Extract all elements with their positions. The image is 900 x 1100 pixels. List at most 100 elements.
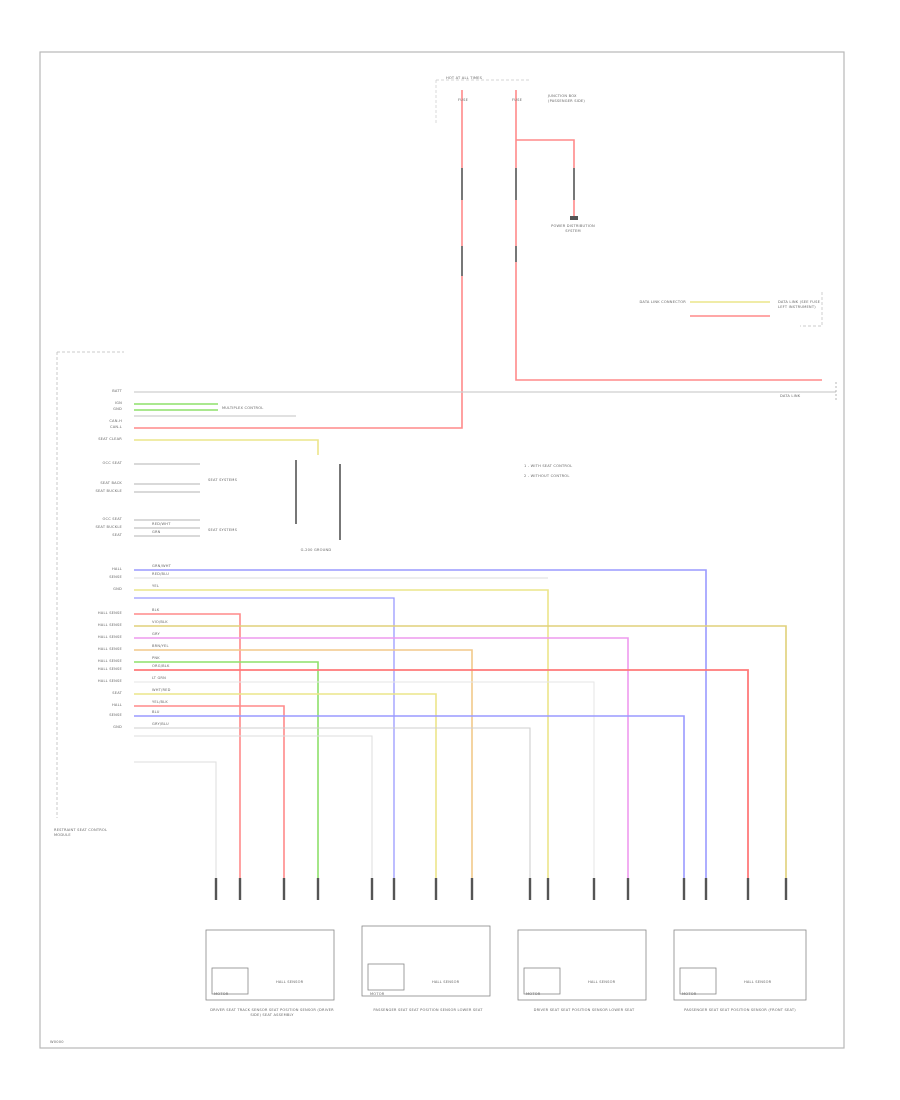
data-link-label: DATA LINK CONNECTOR — [639, 300, 686, 304]
wire-code-label: ORG/BLK — [152, 664, 170, 668]
module-pin-label: IGN — [114, 401, 122, 405]
component-motor-label: MOTOR — [214, 992, 229, 996]
ground-note-label: G-200 GROUND — [300, 548, 332, 552]
wire-yellow-hall-8 — [134, 693, 437, 900]
module-pin-label: SENSE — [109, 713, 122, 717]
module-pin-label: HALL SENSE — [97, 659, 122, 663]
seat-systems-1-label: SEAT SYSTEMS — [208, 478, 238, 482]
legend-2-label: 2 - WITHOUT CONTROL — [524, 474, 570, 478]
wire-red-hall-1 — [134, 613, 241, 900]
wire-gray-hall-11 — [134, 727, 531, 900]
wire-red-hall-9 — [134, 705, 285, 900]
component-name: PASSENGER SEAT SEAT POSITION SENSOR LOWE… — [373, 1008, 483, 1012]
wire-code-label: PNK — [152, 656, 160, 660]
module-pin-label: HALL SENSE — [97, 611, 122, 615]
component-hall-sensor-label: HALL SENSOR — [744, 980, 772, 984]
data-link-right-label: DATA LINK (SEE FUSE LEFT INSTRUMENT) — [778, 300, 821, 309]
seat-switch-wires — [134, 463, 200, 537]
wire-blue-hall-10 — [134, 715, 685, 900]
module-pin-label: GND — [113, 587, 122, 591]
wire-tan-sense-3 — [134, 589, 549, 900]
wire-code-label: RED/WHT — [152, 522, 171, 526]
footer-code: W0000 — [50, 1040, 64, 1044]
wire-yellow-ign — [134, 439, 319, 455]
module-pin-label: SEAT BACK — [100, 481, 122, 485]
module-pin-label: GND — [113, 725, 122, 729]
module-pin-label: HALL SENSE — [97, 667, 122, 671]
wire-gray-hall-7 — [134, 681, 595, 900]
component-name: DRIVER SEAT TRACK SENSOR SEAT POSITION S… — [210, 1008, 334, 1017]
module-pin-label: HALL — [112, 703, 122, 707]
wire-code-label: BRN/YEL — [152, 644, 169, 648]
wire-gray-hall-12 — [134, 735, 373, 900]
multiplex-label: MULTIPLEX CONTROL — [222, 406, 264, 410]
module-pin-label: SEAT BUCKLE — [95, 525, 122, 529]
wire-red-hall-6 — [134, 669, 749, 900]
module-pin-label: SEAT — [112, 691, 122, 695]
module-pin-label: SEAT BUCKLE — [95, 489, 122, 493]
wire-code-label: GRN/WHT — [152, 564, 172, 568]
wire-code-label: GRY/BLU — [152, 722, 169, 726]
wire-orange-hall-4 — [134, 649, 473, 900]
power-dist-label: POWER DISTRIBUTION SYSTEM — [551, 224, 595, 233]
wire-code-label: BLK — [152, 608, 160, 612]
module-pin-label: HALL SENSE — [97, 679, 122, 683]
wire-code-label: GRN — [152, 530, 161, 534]
module-pin-label: OCC SEAT — [102, 517, 122, 521]
component-hall-sensor-label: HALL SENSOR — [276, 980, 304, 984]
wire-fuse-a-red — [134, 90, 463, 429]
fuse-note-label: JUNCTION BOX (PASSENGER SIDE) — [548, 94, 585, 103]
module-pin-label: HALL SENSE — [97, 635, 122, 639]
module-pin-label: HALL — [112, 567, 122, 571]
fuse-b-label: FUSE — [512, 98, 523, 102]
power-dist-terminal — [570, 216, 578, 220]
module-name-label: RESTRAINT SEAT CONTROL MODULE — [54, 828, 108, 837]
wire-code-label: BLU — [152, 710, 160, 714]
module-pin-label: BATT — [112, 389, 122, 393]
wire-code-label: GRY — [152, 632, 160, 636]
component-boxes — [205, 925, 807, 1001]
wire-violet-hall-3 — [134, 637, 629, 900]
data-link-bottom-label: DATA LINK — [780, 394, 801, 398]
wire-green-hall-5 — [134, 661, 319, 900]
component-hall-sensor-label: HALL SENSOR — [432, 980, 460, 984]
inline-connector-ticks — [295, 168, 575, 540]
fuse-top-label: HOT AT ALL TIMES — [446, 76, 483, 80]
fuse-box-outline — [435, 79, 530, 124]
module-pin-label: HALL SENSE — [97, 647, 122, 651]
module-pin-label: GND — [113, 407, 122, 411]
component-motor-label: MOTOR — [526, 992, 541, 996]
bottom-connector-plugs — [214, 878, 788, 900]
wire-code-label: VIO/BLK — [152, 620, 168, 624]
wire-code-label: LT GRN — [152, 676, 167, 680]
module-pin-label: OCC SEAT — [102, 461, 122, 465]
component-name: PASSENGER SEAT SEAT POSITION SENSOR (FRO… — [684, 1008, 796, 1012]
wire-tan-hall-2 — [134, 625, 787, 900]
module-pin-label: HALL SENSE — [97, 623, 122, 627]
wire-gray-ground — [134, 761, 217, 900]
wire-code-label: RED/BLU — [152, 572, 170, 576]
wire-code-label: WHT/RED — [152, 688, 171, 692]
seat-systems-2-label: SEAT SYSTEMS — [208, 528, 238, 532]
module-pin-label: SEAT CLEAR — [98, 437, 122, 441]
module-pin-label: CAN-H — [109, 419, 122, 423]
wire-code-label: YEL/BLK — [152, 700, 168, 704]
module-pin-label: SENSE — [109, 575, 122, 579]
wire-fuse-b-red — [515, 90, 822, 381]
component-hall-sensor-label: HALL SENSOR — [588, 980, 616, 984]
component-motor-label: MOTOR — [370, 992, 385, 996]
module-pin-label: SEAT — [112, 533, 122, 537]
wire-blue-sense-4 — [134, 597, 395, 900]
module-pin-label: CAN-L — [110, 425, 122, 429]
fuse-a-label: FUSE — [458, 98, 469, 102]
legend-1-label: 1 - WITH SEAT CONTROL — [524, 464, 573, 468]
component-motor-label: MOTOR — [682, 992, 697, 996]
component-name: DRIVER SEAT SEAT POSITION SENSOR LOWER S… — [533, 1008, 635, 1012]
wire-blue-sense-1 — [134, 569, 707, 900]
diagram-frame — [39, 51, 845, 1049]
wire-code-label: YEL — [152, 584, 160, 588]
wire-power-dist-red — [516, 139, 575, 218]
control-module-outline — [56, 351, 124, 818]
